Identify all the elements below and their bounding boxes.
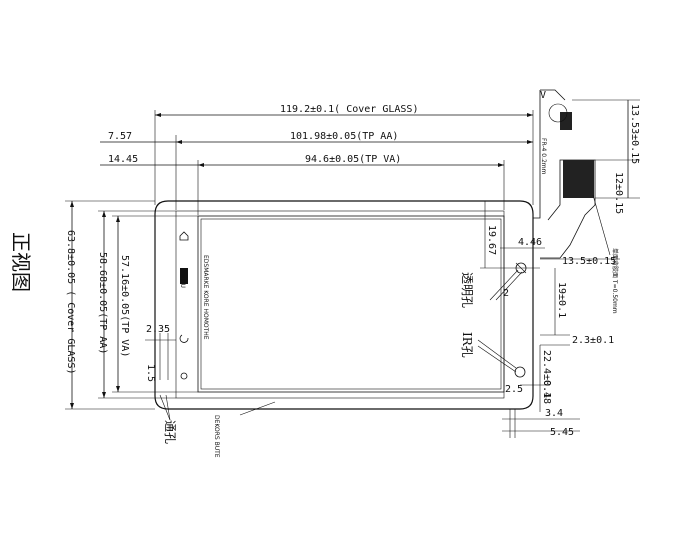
v-mark: V xyxy=(540,90,546,101)
svg-text:12±0.15: 12±0.15 xyxy=(613,172,624,214)
tp-aa-height-dim: 58.68±0.05(TP AA) xyxy=(97,252,108,354)
svg-text:5.45: 5.45 xyxy=(550,427,574,438)
svg-text:2: 2 xyxy=(503,288,509,299)
tp-va-height-dim: 57.16±0.05(TP VA) xyxy=(119,255,130,357)
svg-text:13.5±0.15: 13.5±0.15 xyxy=(562,256,616,267)
vertical-text-1: EDSMARKE KORE HOMOTHE xyxy=(202,255,209,340)
svg-text:19.67: 19.67 xyxy=(486,225,497,255)
left-dimensions: 63.8±0.05 ( Cover GLASS) 58.68±0.05(TP A… xyxy=(65,200,198,410)
vertical-text-2: MENU xyxy=(179,270,186,288)
fpc-dimensions: 13.53±0.15 12±0.15 xyxy=(572,99,640,256)
svg-text:3.4: 3.4 xyxy=(545,408,563,419)
through-hole-label: 通孔 xyxy=(163,420,177,444)
cover-glass-width-dim: 119.2±0.1( Cover GLASS) xyxy=(280,104,418,115)
tape-label: 单面背胶面 T=0.50mm xyxy=(611,248,619,314)
v-mark-circle xyxy=(548,103,568,123)
transparent-hole-label: 透明孔 xyxy=(460,272,474,308)
search-icon xyxy=(180,372,188,380)
bottom-small-text: DEKORS BUTE xyxy=(213,415,220,458)
svg-text:19±0.1: 19±0.1 xyxy=(556,282,567,318)
home-icon xyxy=(179,231,189,241)
right-dimensions: 19.67 4.46 2 13.5±0.15 19±0.1 2.3±0.1 22… xyxy=(477,201,620,438)
ir-hole xyxy=(514,366,526,378)
side-icons xyxy=(179,231,189,380)
fpc-tail xyxy=(533,89,596,259)
svg-text:2.35: 2.35 xyxy=(146,324,170,335)
cover-glass-height-dim: 63.8±0.05 ( Cover GLASS) xyxy=(65,230,76,375)
ir-hole-label: IR孔 xyxy=(460,332,474,358)
svg-text:2.3±0.1: 2.3±0.1 xyxy=(572,335,614,346)
svg-text:13.53±0.15: 13.53±0.15 xyxy=(629,104,640,164)
fpc-stiffener xyxy=(563,160,594,198)
svg-text:22.4±0.1: 22.4±0.1 xyxy=(541,350,552,398)
back-icon xyxy=(179,334,189,343)
fr4-label: FR-4 0.2mm xyxy=(540,138,547,175)
menu-icon xyxy=(180,268,188,284)
tp-aa-width-dim: 101.98±0.05(TP AA) xyxy=(290,131,398,142)
svg-text:1.5: 1.5 xyxy=(145,364,156,382)
top-dimensions: 119.2±0.1( Cover GLASS) 7.57 101.98±0.05… xyxy=(100,104,534,215)
left-7-57-dim: 7.57 xyxy=(108,131,132,142)
svg-text:2.5: 2.5 xyxy=(505,384,523,395)
svg-text:0.48: 0.48 xyxy=(541,380,552,404)
svg-text:4.46: 4.46 xyxy=(518,237,542,248)
view-title: 正视图 xyxy=(9,232,33,292)
left-small-dims: 2.35 1.5 xyxy=(145,324,176,421)
tp-va-width-dim: 94.6±0.05(TP VA) xyxy=(305,154,401,165)
left-14-45-dim: 14.45 xyxy=(108,154,138,165)
panel-outlines xyxy=(154,200,534,410)
